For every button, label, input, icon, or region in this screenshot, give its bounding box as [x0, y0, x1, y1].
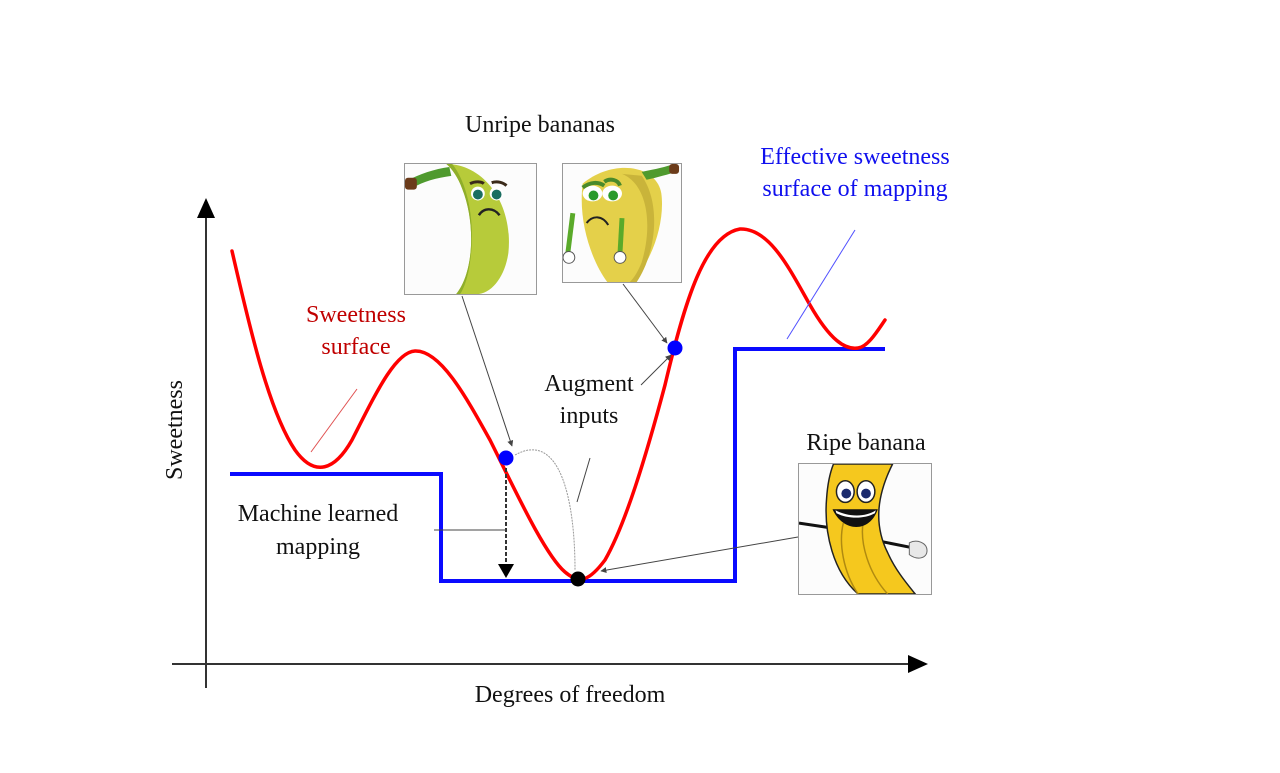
unripe-banana-image-1 [404, 163, 537, 295]
mapping-step-line [230, 347, 885, 583]
augment-inputs-label-line-2: inputs [559, 403, 619, 429]
effective-leader-line [786, 229, 856, 340]
unripe-bananas-title: Unripe bananas [465, 112, 615, 138]
augment-inputs-label-line-1: Augment [544, 371, 634, 397]
machine-learned-mapping-label-line-1: Machine learned [237, 501, 399, 527]
machine-learned-mapping-label-line-2: mapping [276, 534, 360, 560]
x-axis-arrow-icon [908, 655, 928, 673]
surface-leader-line [310, 388, 358, 453]
x-axis [172, 655, 928, 673]
y-axis-label: Sweetness [162, 380, 188, 480]
ripe-leader-line [600, 536, 799, 574]
happy-banana-icon [799, 464, 928, 594]
augment-arc [514, 449, 576, 571]
ripe-banana-title: Ripe banana [806, 430, 926, 456]
unripe-point-1 [498, 450, 514, 466]
effective-surface-title-line-1: Effective sweetness [760, 144, 950, 170]
x-axis-label: Degrees of freedom [474, 682, 666, 708]
y-axis-arrow-icon [197, 198, 215, 218]
effective-surface-title-line-2: surface of mapping [762, 176, 948, 202]
unripe-2-leader-line [622, 283, 668, 344]
y-axis [197, 198, 215, 688]
sweetness-surface-label-line-1: Sweetness [306, 302, 406, 328]
sad-green-banana-icon [405, 164, 509, 294]
unripe-banana-image-2 [562, 163, 682, 283]
ripe-banana-image [798, 463, 932, 595]
sweetness-surface-label-line-2: surface [321, 334, 391, 360]
ripe-point [570, 571, 586, 587]
tired-banana-icon [563, 164, 680, 282]
augment-leader-line-2 [576, 457, 591, 503]
unripe-1-leader-line [461, 295, 514, 447]
unripe-point-2 [667, 340, 683, 356]
augment-leader-line-1 [640, 354, 672, 386]
projection-arrow-icon [498, 564, 514, 578]
